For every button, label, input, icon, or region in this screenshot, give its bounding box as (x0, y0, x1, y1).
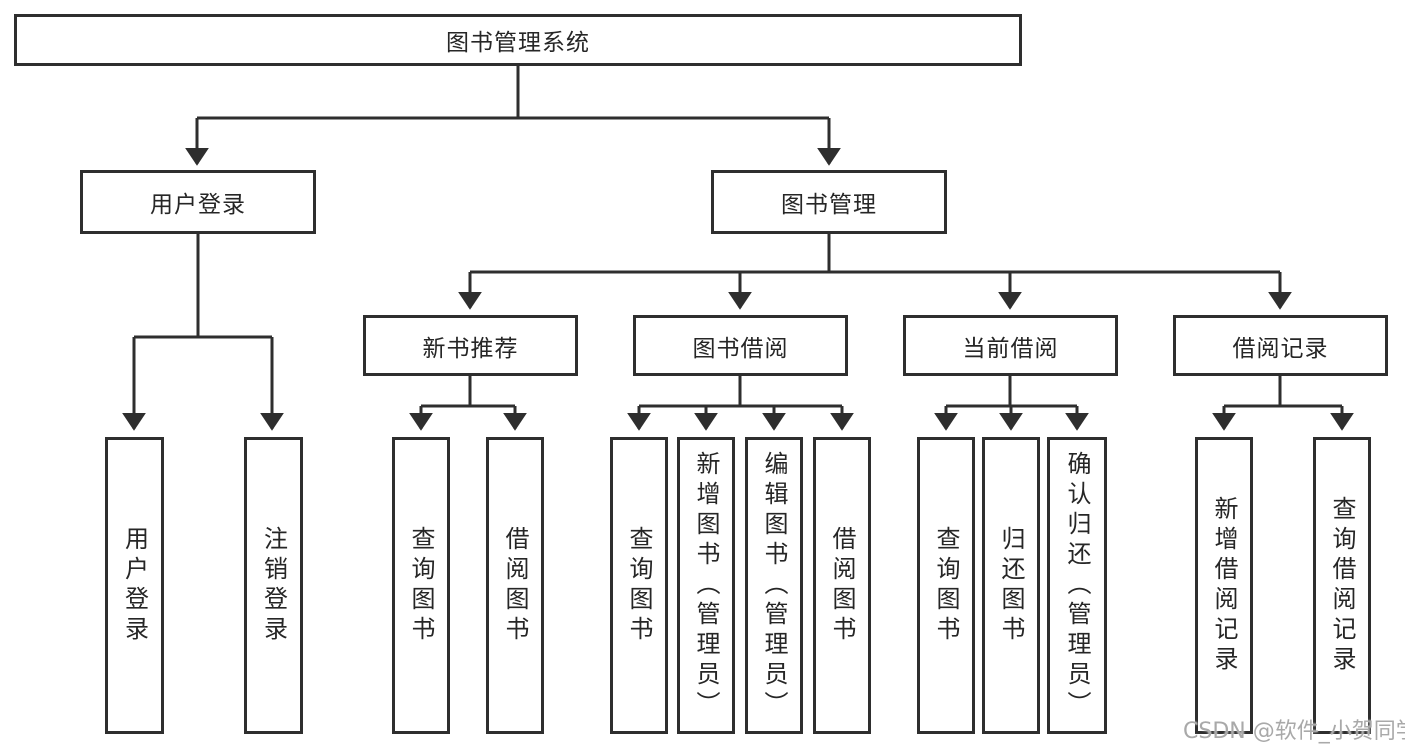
node-book-mgmt: 图书管理 (711, 170, 947, 234)
node-br-add-record-label: 新增借阅记录 (1210, 495, 1238, 676)
node-current-borrow: 当前借阅 (903, 315, 1118, 376)
node-logout-action-label: 注销登录 (259, 525, 288, 646)
node-br-query-record: 查询借阅记录 (1313, 437, 1371, 734)
node-bb-borrow-books: 借阅图书 (813, 437, 871, 734)
node-cb-return-books-label: 归还图书 (997, 525, 1025, 646)
connector-book-mgmt-children (458, 234, 1292, 310)
node-user-login: 用户登录 (80, 170, 316, 234)
node-cb-query-books-label: 查询图书 (932, 525, 960, 646)
node-bb-borrow-books-label: 借阅图书 (828, 525, 856, 646)
node-br-query-record-label: 查询借阅记录 (1328, 495, 1356, 676)
node-borrow-records: 借阅记录 (1173, 315, 1388, 376)
node-nb-query-books-label: 查询图书 (407, 525, 435, 646)
node-bb-add-books-label: 新增图书（管理员） (692, 450, 720, 721)
node-book-borrow: 图书借阅 (633, 315, 848, 376)
node-cb-query-books: 查询图书 (917, 437, 975, 734)
connector-root-to-level2 (185, 66, 841, 166)
node-user-login-action-label: 用户登录 (120, 525, 149, 646)
node-nb-query-books: 查询图书 (392, 437, 450, 734)
node-bb-add-books: 新增图书（管理员） (677, 437, 735, 734)
node-logout-action: 注销登录 (244, 437, 303, 734)
connector-borrow-records-children (1212, 376, 1354, 431)
node-cb-confirm-return-label: 确认归还（管理员） (1063, 450, 1091, 721)
node-user-login-label: 用户登录 (150, 192, 246, 218)
node-user-login-action: 用户登录 (105, 437, 164, 734)
node-cb-confirm-return: 确认归还（管理员） (1047, 437, 1107, 734)
node-borrow-records-label: 借阅记录 (1232, 335, 1329, 362)
csdn-watermark: CSDN @软件_小贺同学 (1183, 719, 1405, 744)
connector-current-borrow-children (934, 376, 1089, 431)
node-cb-return-books: 归还图书 (982, 437, 1040, 734)
node-nb-borrow-books-label: 借阅图书 (501, 525, 529, 646)
node-book-mgmt-label: 图书管理 (781, 192, 877, 218)
node-root-title-label: 图书管理系统 (446, 30, 590, 56)
node-nb-borrow-books: 借阅图书 (486, 437, 544, 734)
node-bb-query-books-label: 查询图书 (625, 525, 653, 646)
connector-new-book-rec-children (409, 376, 527, 431)
node-root-title: 图书管理系统 (14, 14, 1022, 66)
node-book-borrow-label: 图书借阅 (692, 335, 789, 362)
node-bb-query-books: 查询图书 (610, 437, 668, 734)
node-current-borrow-label: 当前借阅 (962, 335, 1059, 362)
connector-user-login-children (122, 234, 284, 431)
node-bb-edit-books-label: 编辑图书（管理员） (760, 450, 788, 721)
node-new-book-rec: 新书推荐 (363, 315, 578, 376)
connector-book-borrow-children (627, 376, 854, 431)
node-bb-edit-books: 编辑图书（管理员） (745, 437, 803, 734)
node-br-add-record: 新增借阅记录 (1195, 437, 1253, 734)
node-new-book-rec-label: 新书推荐 (422, 335, 519, 362)
